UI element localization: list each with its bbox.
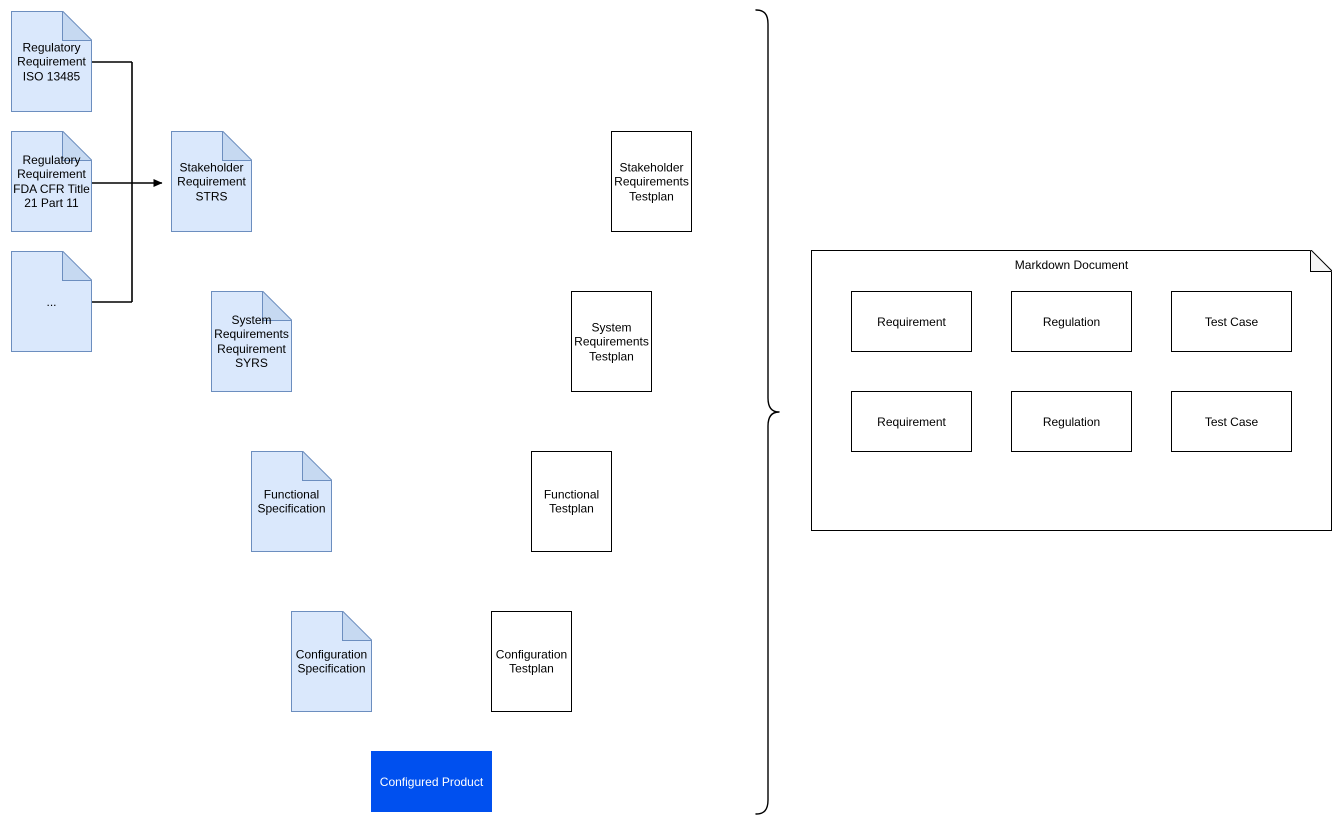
folded-corner-edge-icon (62, 131, 92, 161)
md-cell-label: Requirement (877, 414, 946, 429)
box-label-line2: Requirements (614, 174, 689, 189)
doc-regulatory-requirement-fda[interactable]: Regulatory Requirement FDA CFR Title 21 … (11, 131, 92, 232)
box-configuration-testplan[interactable]: Configuration Testplan (491, 611, 572, 712)
box-label-line3: Testplan (629, 188, 674, 203)
doc-system-requirements-syrs[interactable]: System Requirements Requirement SYRS (211, 291, 292, 392)
md-cell-label: Test Case (1204, 414, 1259, 429)
box-label-line1: System (591, 319, 632, 334)
product-label: Configured Product (379, 774, 484, 789)
md-cell-requirement-2[interactable]: Requirement (851, 391, 972, 452)
md-cell-label: Regulation (1042, 414, 1101, 429)
box-label-line2: Testplan (549, 501, 594, 516)
doc-functional-specification[interactable]: Functional Specification (251, 451, 332, 552)
markdown-document-container[interactable]: Markdown Document Requirement Regulation… (811, 250, 1332, 531)
box-label-line2: Requirements (574, 334, 649, 349)
doc-regulatory-requirement-iso[interactable]: Regulatory Requirement ISO 13485 (11, 11, 92, 112)
box-label-line1: Stakeholder (619, 159, 684, 174)
md-cell-label: Requirement (877, 314, 946, 329)
box-label: System Requirements Testplan (574, 320, 649, 364)
md-cell-label: Test Case (1204, 314, 1259, 329)
doc-configuration-specification[interactable]: Configuration Specification (291, 611, 372, 712)
md-cell-regulation-1[interactable]: Regulation (1011, 291, 1132, 352)
box-label-line1: Functional (543, 487, 600, 501)
folded-corner-edge-icon (62, 251, 92, 281)
box-label-line2: Testplan (509, 661, 554, 676)
md-cell-label: Regulation (1042, 314, 1101, 329)
markdown-document-title: Markdown Document (1014, 258, 1129, 272)
box-system-requirements-testplan[interactable]: System Requirements Testplan (571, 291, 652, 392)
box-label: Stakeholder Requirements Testplan (614, 160, 689, 204)
box-label-line3: Testplan (589, 348, 634, 363)
box-label: Configuration Testplan (496, 647, 567, 676)
md-cell-test-case-1[interactable]: Test Case (1171, 291, 1292, 352)
md-cell-regulation-2[interactable]: Regulation (1011, 391, 1132, 452)
box-label: Functional Testplan (544, 487, 599, 516)
doc-regulatory-requirement-more[interactable]: ... (11, 251, 92, 352)
folded-corner-edge-icon (222, 131, 252, 161)
folded-corner-edge-icon (342, 611, 372, 641)
folded-corner-edge-icon (262, 291, 292, 321)
folded-corner-edge-icon (62, 11, 92, 41)
folded-corner-edge-icon (302, 451, 332, 481)
box-configured-product[interactable]: Configured Product (371, 751, 492, 812)
box-label-line1: Configuration (495, 647, 568, 661)
doc-stakeholder-requirement-strs[interactable]: Stakeholder Requirement STRS (171, 131, 252, 232)
box-functional-testplan[interactable]: Functional Testplan (531, 451, 612, 552)
md-cell-requirement-1[interactable]: Requirement (851, 291, 972, 352)
box-stakeholder-requirements-testplan[interactable]: Stakeholder Requirements Testplan (611, 131, 692, 232)
md-cell-test-case-2[interactable]: Test Case (1171, 391, 1292, 452)
